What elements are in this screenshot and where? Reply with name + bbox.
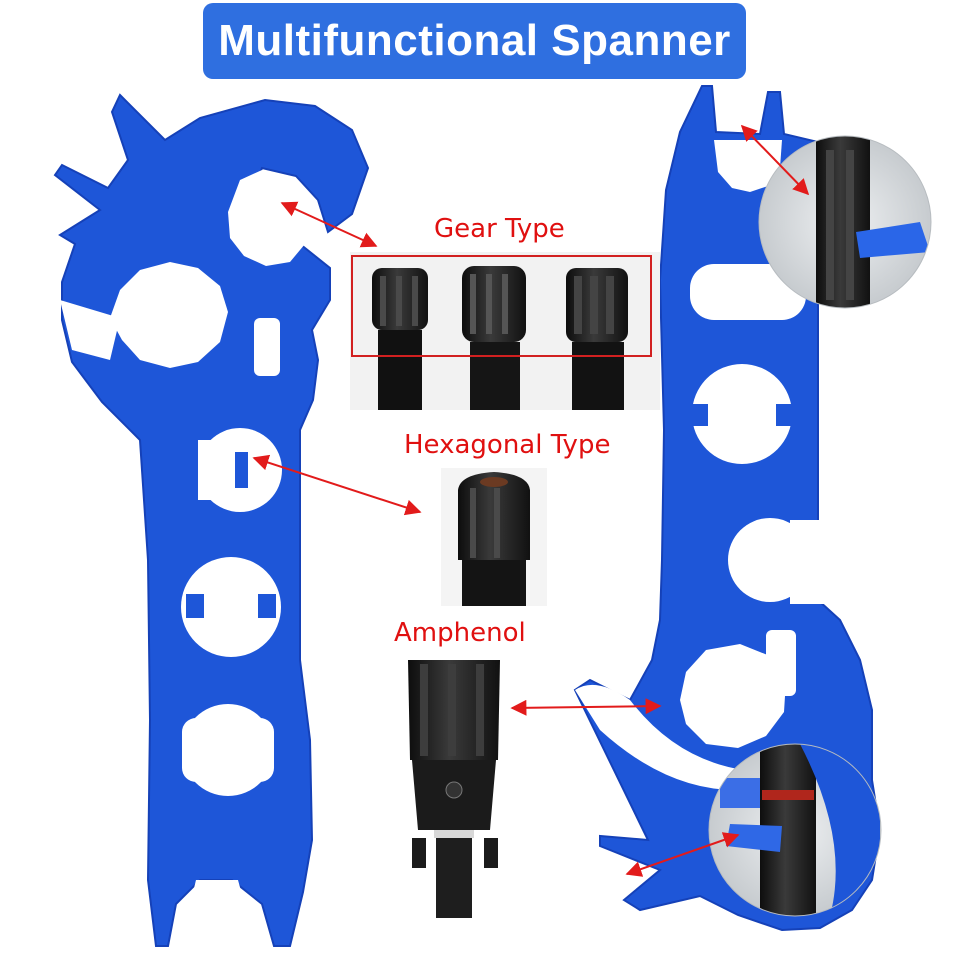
left-spanner [53,93,370,947]
amphenol-label: Amphenol [394,618,526,648]
hexagonal-type-label: Hexagonal Type [404,430,611,460]
title-text: Multifunctional Spanner [218,16,731,65]
arrow-bottom-right [625,832,740,877]
pointer-arrows [252,124,810,877]
left-spanner-body [53,93,370,947]
gear-type-label: Gear Type [434,214,565,244]
arrow-top-right [740,124,810,196]
bottom-right-inset [709,744,881,916]
gear-type-photo [350,252,660,410]
left-spanner-gear-opening-mid [110,262,228,368]
arrow-gear-left [280,201,378,248]
hexagonal-type-photo [441,468,547,606]
amphenol-photo [408,660,500,918]
arrow-hex-left [252,454,422,516]
arrow-amphenol [510,698,662,716]
title-banner: Multifunctional Spanner [203,3,746,79]
top-right-inset [759,136,931,308]
